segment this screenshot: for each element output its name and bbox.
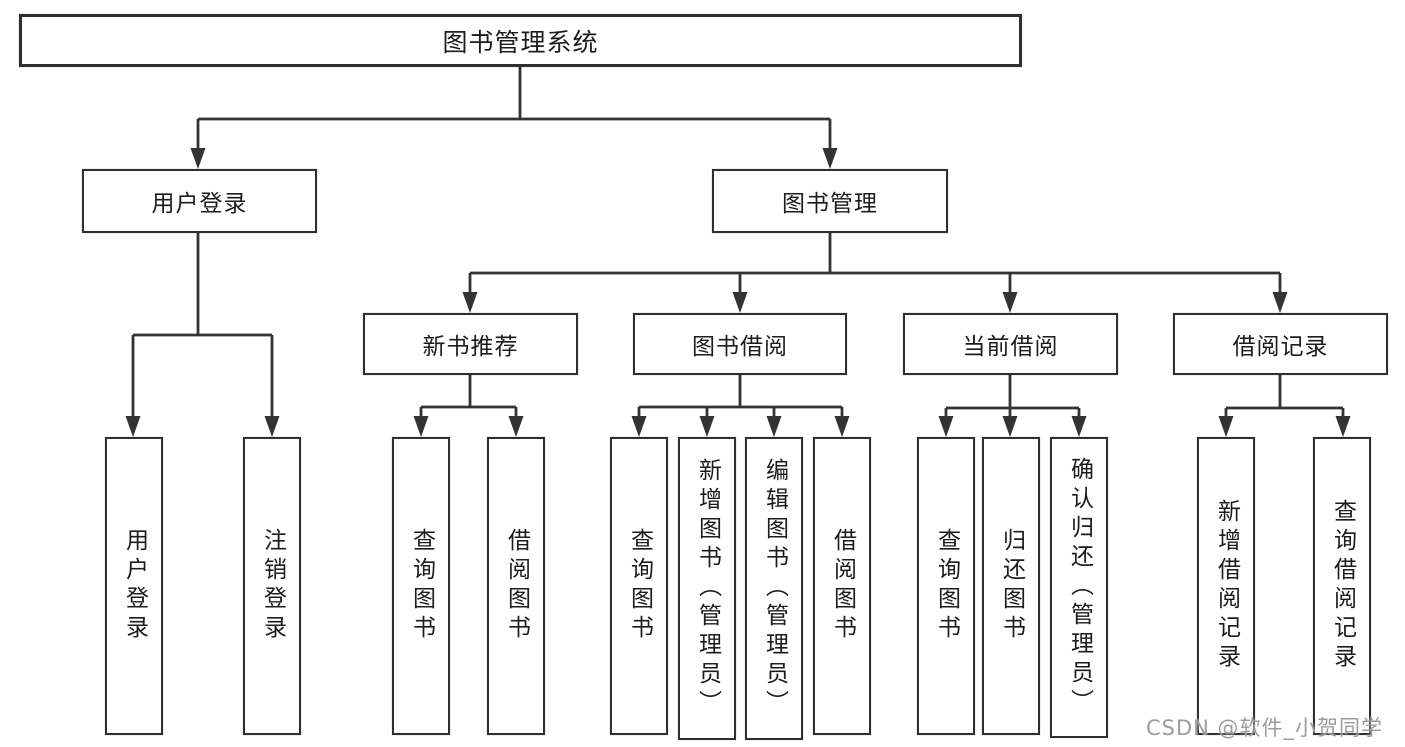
leaf-query-books-2-label: 查询图书 <box>626 528 653 644</box>
node-borrowing-records-label: 借阅记录 <box>1232 334 1329 360</box>
leaf-confirm-return-admin: 确认归还（管理员） <box>1050 437 1108 738</box>
leaf-query-books-2: 查询图书 <box>610 437 668 735</box>
leaf-add-books-admin: 新增图书（管理员） <box>678 437 736 740</box>
node-book-management: 图书管理 <box>712 169 948 233</box>
leaf-borrow-books-1-label: 借阅图书 <box>503 528 530 644</box>
node-current-borrowing: 当前借阅 <box>903 313 1118 375</box>
leaf-query-books-3: 查询图书 <box>917 437 975 735</box>
leaf-edit-books-admin: 编辑图书（管理员） <box>745 437 803 740</box>
leaf-user-login-action: 用户登录 <box>105 437 163 735</box>
leaf-user-login-action-label: 用户登录 <box>121 528 148 644</box>
node-user-login-label: 用户登录 <box>151 191 248 217</box>
leaf-return-books-label: 归还图书 <box>998 528 1025 644</box>
leaf-return-books: 归还图书 <box>982 437 1040 735</box>
leaf-query-borrow-record-label: 查询借阅记录 <box>1329 499 1356 673</box>
leaf-borrow-books-1: 借阅图书 <box>487 437 545 735</box>
node-book-borrowing: 图书借阅 <box>633 313 847 375</box>
leaf-confirm-return-admin-label: 确认归还（管理员） <box>1066 457 1093 718</box>
leaf-query-books-1-label: 查询图书 <box>408 528 435 644</box>
arrowheads <box>125 148 1351 437</box>
node-new-book-recommend-label: 新书推荐 <box>422 334 519 360</box>
leaf-query-books-3-label: 查询图书 <box>933 528 960 644</box>
leaf-edit-books-admin-label: 编辑图书（管理员） <box>761 458 788 719</box>
leaf-add-books-admin-label: 新增图书（管理员） <box>694 458 721 719</box>
node-borrowing-records: 借阅记录 <box>1173 313 1388 375</box>
leaf-borrow-books-2: 借阅图书 <box>813 437 871 735</box>
leaf-add-borrow-record: 新增借阅记录 <box>1197 437 1255 735</box>
leaf-borrow-books-2-label: 借阅图书 <box>829 528 856 644</box>
leaf-logout-action-label: 注销登录 <box>259 528 286 644</box>
csdn-watermark: CSDN @软件_小贺同学 <box>1146 716 1384 740</box>
node-root-system: 图书管理系统 <box>19 14 1022 67</box>
node-root-label: 图书管理系统 <box>442 27 599 57</box>
leaf-query-borrow-record: 查询借阅记录 <box>1313 437 1371 735</box>
leaf-logout-action: 注销登录 <box>243 437 301 735</box>
leaf-query-books-1: 查询图书 <box>392 437 450 735</box>
node-book-management-label: 图书管理 <box>782 191 878 217</box>
node-current-borrowing-label: 当前借阅 <box>962 334 1059 360</box>
leaf-add-borrow-record-label: 新增借阅记录 <box>1213 499 1240 673</box>
node-book-borrowing-label: 图书借阅 <box>692 334 788 360</box>
node-user-login: 用户登录 <box>82 169 317 233</box>
node-new-book-recommend: 新书推荐 <box>363 313 578 375</box>
